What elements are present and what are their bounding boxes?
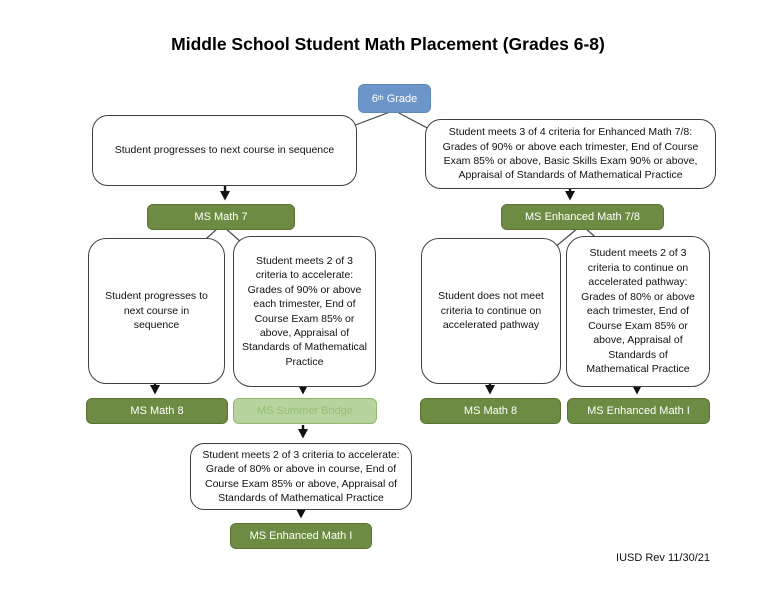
tail-msenh78-left bbox=[553, 227, 579, 249]
callout-criteria-enhanced-78: Student meets 3 of 4 criteria for Enhanc… bbox=[425, 119, 716, 189]
callout-progress-sequence-mid: Student progresses to next course in seq… bbox=[88, 238, 225, 384]
callout-text: Student meets 2 of 3 criteria to acceler… bbox=[242, 254, 367, 368]
page-title: Middle School Student Math Placement (Gr… bbox=[171, 34, 605, 54]
grade-label: Grade bbox=[386, 92, 418, 105]
node-ms-summer-bridge: MS Summer Bridge bbox=[233, 398, 377, 424]
callout-progress-sequence-top: Student progresses to next course in seq… bbox=[92, 115, 357, 186]
flow-arrows bbox=[150, 186, 642, 519]
callout-text: Student progresses to next course in seq… bbox=[114, 144, 335, 157]
callout-criteria-accelerate-80: Student meets 2 of 3 criteria to acceler… bbox=[190, 443, 412, 510]
node-ms-math-8-right: MS Math 8 bbox=[420, 398, 561, 424]
callout-text: Student meets 2 of 3 criteria to acceler… bbox=[202, 448, 400, 504]
callout-text: Student meets 3 of 4 criteria for Enhanc… bbox=[442, 126, 699, 182]
node-ms-enhanced-math-78: MS Enhanced Math 7/8 bbox=[501, 204, 664, 230]
node-ms-math-7: MS Math 7 bbox=[147, 204, 295, 230]
revision-note: IUSD Rev 11/30/21 bbox=[616, 552, 710, 564]
callout-criteria-continue-80: Student meets 2 of 3 criteria to continu… bbox=[566, 236, 710, 387]
node-ms-enhanced-math-1-bottom: MS Enhanced Math I bbox=[230, 523, 372, 549]
grade-number: 6 bbox=[371, 92, 378, 105]
callout-text: Student meets 2 of 3 criteria to continu… bbox=[581, 247, 695, 376]
callout-text: Student progresses to next course in seq… bbox=[105, 290, 208, 332]
tail-grade6-left bbox=[349, 111, 391, 128]
node-ms-math-8-left: MS Math 8 bbox=[86, 398, 228, 424]
callout-text: Student does not meet criteria to contin… bbox=[438, 290, 544, 332]
callout-criteria-accelerate-90: Student meets 2 of 3 criteria to acceler… bbox=[233, 236, 376, 387]
callout-not-meet-criteria: Student does not meet criteria to contin… bbox=[421, 238, 561, 384]
node-ms-enhanced-math-1-right: MS Enhanced Math I bbox=[567, 398, 710, 424]
